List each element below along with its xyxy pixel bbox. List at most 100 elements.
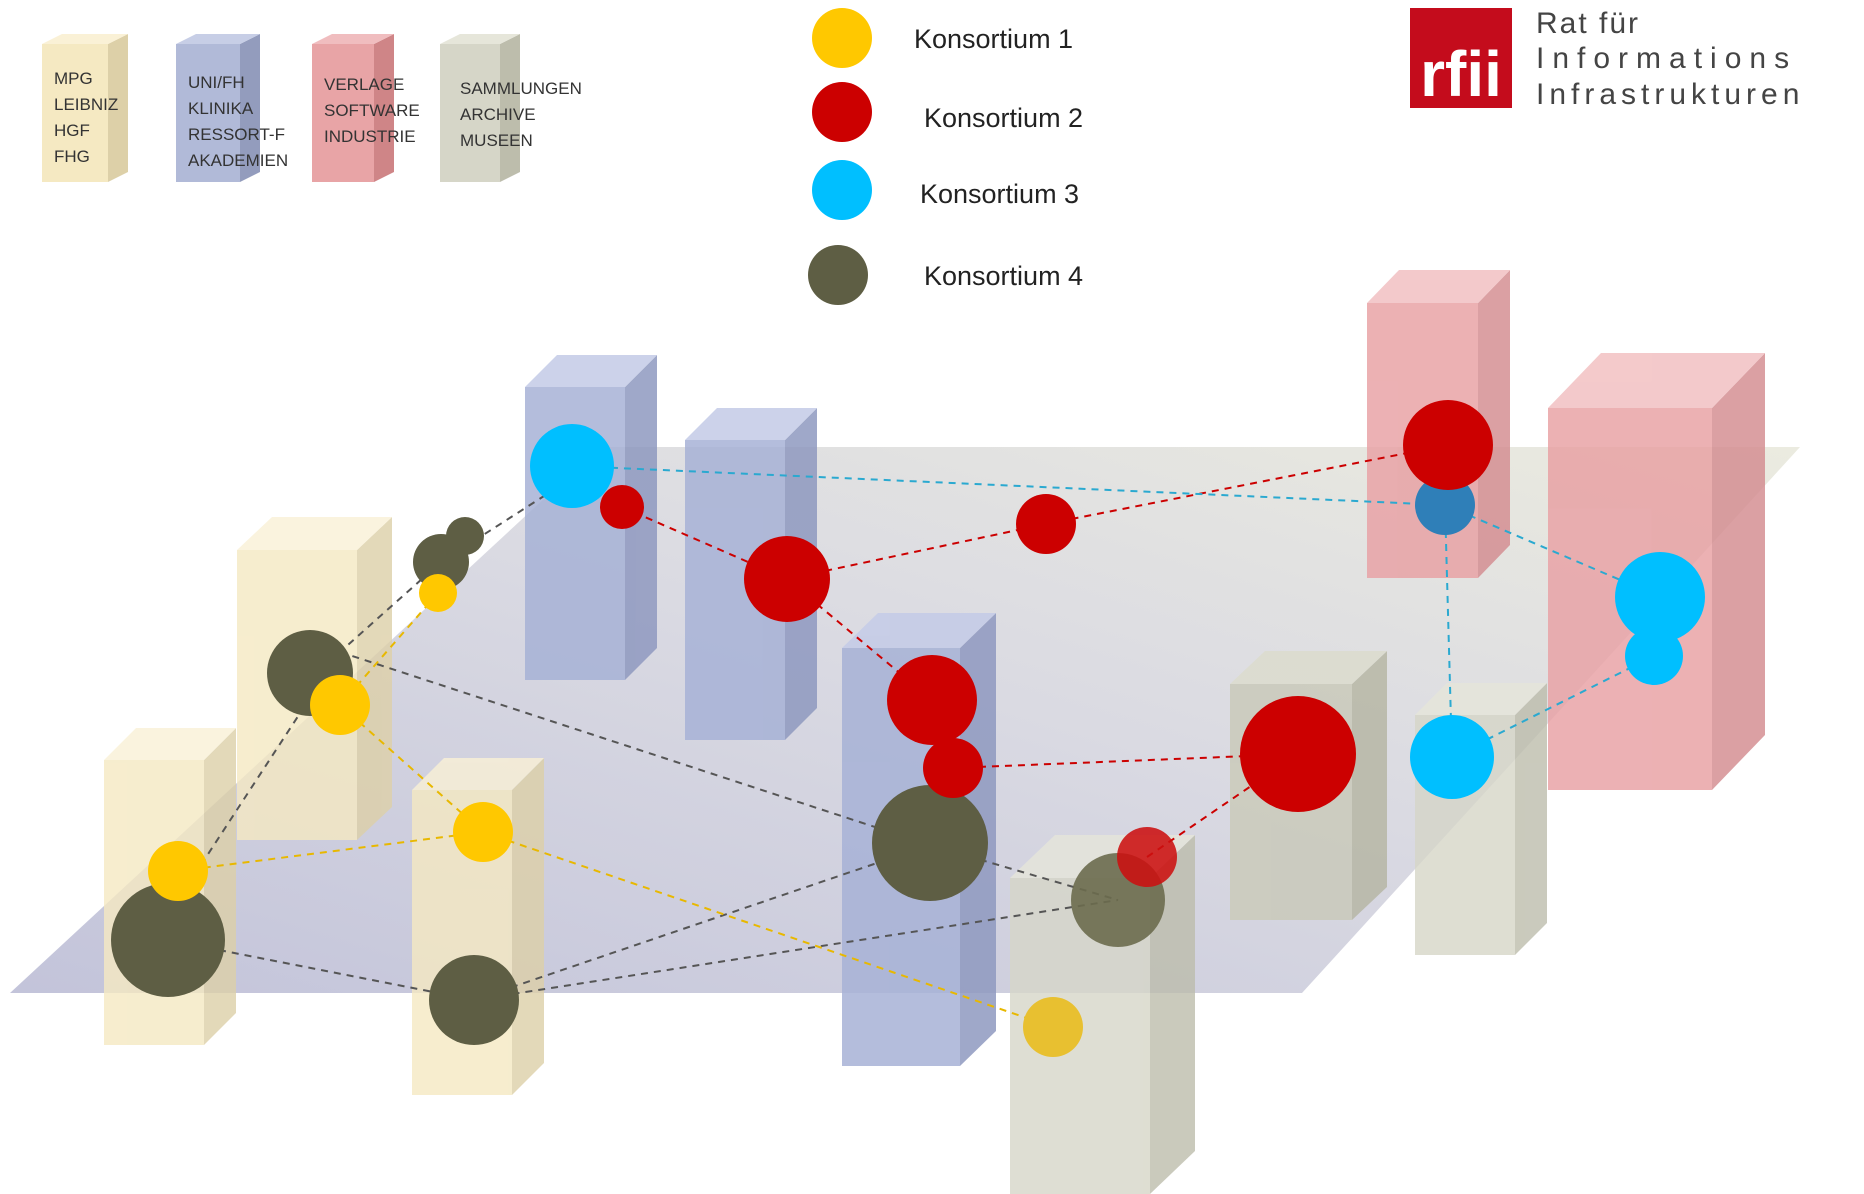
consortium-1-node xyxy=(453,802,513,862)
legend-category-sammlungen-line-1: SAMMLUNGEN xyxy=(460,79,582,98)
legend-box-top xyxy=(312,34,394,44)
legend-box-side xyxy=(240,34,260,182)
rfii-logo-mark xyxy=(1410,8,1512,108)
consortium-2-node xyxy=(1240,696,1356,812)
consortium-2-node xyxy=(744,536,830,622)
legend-consortium-4: Konsortium 4 xyxy=(808,245,1083,305)
rfii-logo-line-3: Infrastrukturen xyxy=(1536,78,1804,111)
legend-category-verlage-line-1: VERLAGE xyxy=(324,75,404,94)
legend-consortium-4-label: Konsortium 4 xyxy=(924,261,1083,291)
consortium-2-node xyxy=(1117,827,1177,887)
rfii-logo-line-1: Rat für xyxy=(1536,7,1640,40)
consortium-2-link xyxy=(621,506,788,580)
consortium-2-nodes xyxy=(600,485,1356,887)
legend-category-mpg-line-3: HGF xyxy=(54,121,90,140)
consortium-3-node xyxy=(1625,627,1683,685)
consortium-2-link xyxy=(786,523,1047,580)
consortium-3-node xyxy=(1615,552,1705,642)
legend-category-verlage-line-2: SOFTWARE xyxy=(324,101,420,120)
pillar-top xyxy=(1548,353,1765,408)
legend-consortium-2-label: Konsortium 2 xyxy=(924,103,1083,133)
legend-box-side xyxy=(500,34,520,182)
legend-category-uni-line-4: AKADEMIEN xyxy=(188,151,288,170)
legend-consortium-1-label: Konsortium 1 xyxy=(914,24,1073,54)
rfii-logo: rfii Rat für Informations Infrastrukture… xyxy=(1410,7,1804,111)
pillar-side xyxy=(1712,353,1765,790)
legend-category-verlage: VERLAGE SOFTWARE INDUSTRIE xyxy=(312,34,420,182)
consortium-4-node xyxy=(429,955,519,1045)
consortium-2-node xyxy=(1016,494,1076,554)
pillar-top xyxy=(685,408,817,440)
pillar-top xyxy=(412,758,544,790)
consortium-2-node xyxy=(600,485,644,529)
consortium-1-nodes xyxy=(148,574,1083,1057)
consortium-2-link xyxy=(1045,444,1449,525)
legend-category-uni-line-2: KLINIKA xyxy=(188,99,254,118)
consortium-4-link xyxy=(473,899,1119,1001)
pillar-top xyxy=(104,728,236,760)
pillar-front xyxy=(685,440,785,740)
legend-consortium-4-dot xyxy=(808,245,868,305)
consortium-2-node xyxy=(923,738,983,798)
consortium-2-node xyxy=(1403,400,1493,490)
consortium-1-link xyxy=(339,704,484,833)
consortium-1-node xyxy=(419,574,457,612)
consortium-4-link xyxy=(339,561,442,653)
legend-box-side xyxy=(108,34,128,182)
consortium-4-node xyxy=(413,534,469,590)
consortium-3-links xyxy=(571,465,1661,758)
pillar-uni-b xyxy=(685,408,817,740)
pillar-top xyxy=(1415,683,1547,715)
legend-consortium-2: Konsortium 2 xyxy=(812,82,1083,142)
consortium-1-node xyxy=(310,675,370,735)
legend-category-mpg-line-1: MPG xyxy=(54,69,93,88)
legend-category-mpg-line-4: FHG xyxy=(54,147,90,166)
consortium-3-link xyxy=(1451,655,1655,758)
consortium-3-nodes xyxy=(530,424,1705,799)
rfii-logo-mark-text: rfii xyxy=(1420,38,1502,110)
legend-box-front xyxy=(176,44,240,182)
legend-category-verlage-line-3: INDUSTRIE xyxy=(324,127,416,146)
consortium-4-node xyxy=(111,883,225,997)
legend-consortium-1-dot xyxy=(812,8,872,68)
pillar-top xyxy=(525,355,657,387)
legend-consortium-1: Konsortium 1 xyxy=(812,8,1073,68)
legend-category-uni-line-3: RESSORT-F xyxy=(188,125,285,144)
consortium-3-link xyxy=(571,465,1446,506)
legend-category-mpg-line-2: LEIBNIZ xyxy=(54,95,118,114)
legend-box-top xyxy=(440,34,520,44)
consortium-1-node xyxy=(1023,997,1083,1057)
legend-box-side xyxy=(374,34,394,182)
consortium-4-node xyxy=(872,785,988,901)
legend-box-front xyxy=(42,44,108,182)
pillar-side xyxy=(1352,651,1387,920)
legend-box-top xyxy=(42,34,128,44)
legend-box-front xyxy=(312,44,374,182)
legend-consortium-3-label: Konsortium 3 xyxy=(920,179,1079,209)
consortium-2-node xyxy=(887,655,977,745)
consortium-3-node xyxy=(530,424,614,508)
consortium-1-link xyxy=(482,831,1054,1028)
legend-category-sammlungen-line-2: ARCHIVE xyxy=(460,105,536,124)
consortium-3-node xyxy=(1410,715,1494,799)
consortium-3-node xyxy=(1415,475,1475,535)
pillar-top xyxy=(237,517,392,550)
legend-category-uni-line-1: UNI/FH xyxy=(188,73,245,92)
legend-consortium-3: Konsortium 3 xyxy=(812,160,1079,220)
pillar-side xyxy=(1515,683,1547,955)
consortium-2-link xyxy=(1146,753,1299,858)
legend-box-top xyxy=(176,34,260,44)
consortium-3-link xyxy=(1444,504,1453,758)
legend-category-uni: UNI/FH KLINIKA RESSORT-F AKADEMIEN xyxy=(176,34,288,182)
rfii-logo-line-2: Informations xyxy=(1536,42,1797,75)
legend-consortium-2-dot xyxy=(812,82,872,142)
pillar-side xyxy=(512,758,544,1095)
consortium-4-link xyxy=(473,844,931,1001)
legend-consortium-3-dot xyxy=(812,160,872,220)
